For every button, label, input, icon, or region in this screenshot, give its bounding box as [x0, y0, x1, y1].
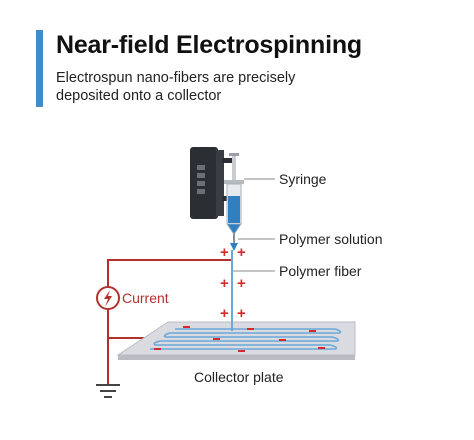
positive-charge: + — [220, 244, 229, 261]
polymer-solution-fill — [228, 196, 240, 223]
syringe-pump — [190, 147, 236, 219]
page-title: Near-field Electrospinning — [56, 31, 362, 59]
syringe — [224, 153, 244, 251]
negative-charges — [154, 326, 325, 352]
positive-charge: + — [237, 275, 246, 292]
leader-lines — [233, 178, 275, 272]
lightning-bolt-icon — [104, 290, 112, 307]
collector-plate — [116, 321, 356, 360]
polymer-fiber-label: Polymer fiber — [279, 263, 362, 279]
syringe-label: Syringe — [279, 171, 327, 187]
page-subtitle: Electrospun nano-fibers are precisely de… — [56, 70, 296, 104]
polymer-solution-label: Polymer solution — [279, 231, 383, 247]
positive-charge: + — [220, 275, 229, 292]
positive-charge: + — [220, 305, 229, 322]
current-label: Current — [122, 290, 169, 306]
positive-charge: + — [237, 305, 246, 322]
title-accent-bar — [36, 30, 43, 107]
deposited-fibers — [150, 328, 342, 350]
positive-charge: + — [237, 244, 246, 261]
collector-plate-label: Collector plate — [194, 369, 284, 385]
current-source — [96, 286, 120, 310]
positive-charges: + + + + + + — [220, 244, 246, 322]
ground-icon — [96, 384, 120, 398]
